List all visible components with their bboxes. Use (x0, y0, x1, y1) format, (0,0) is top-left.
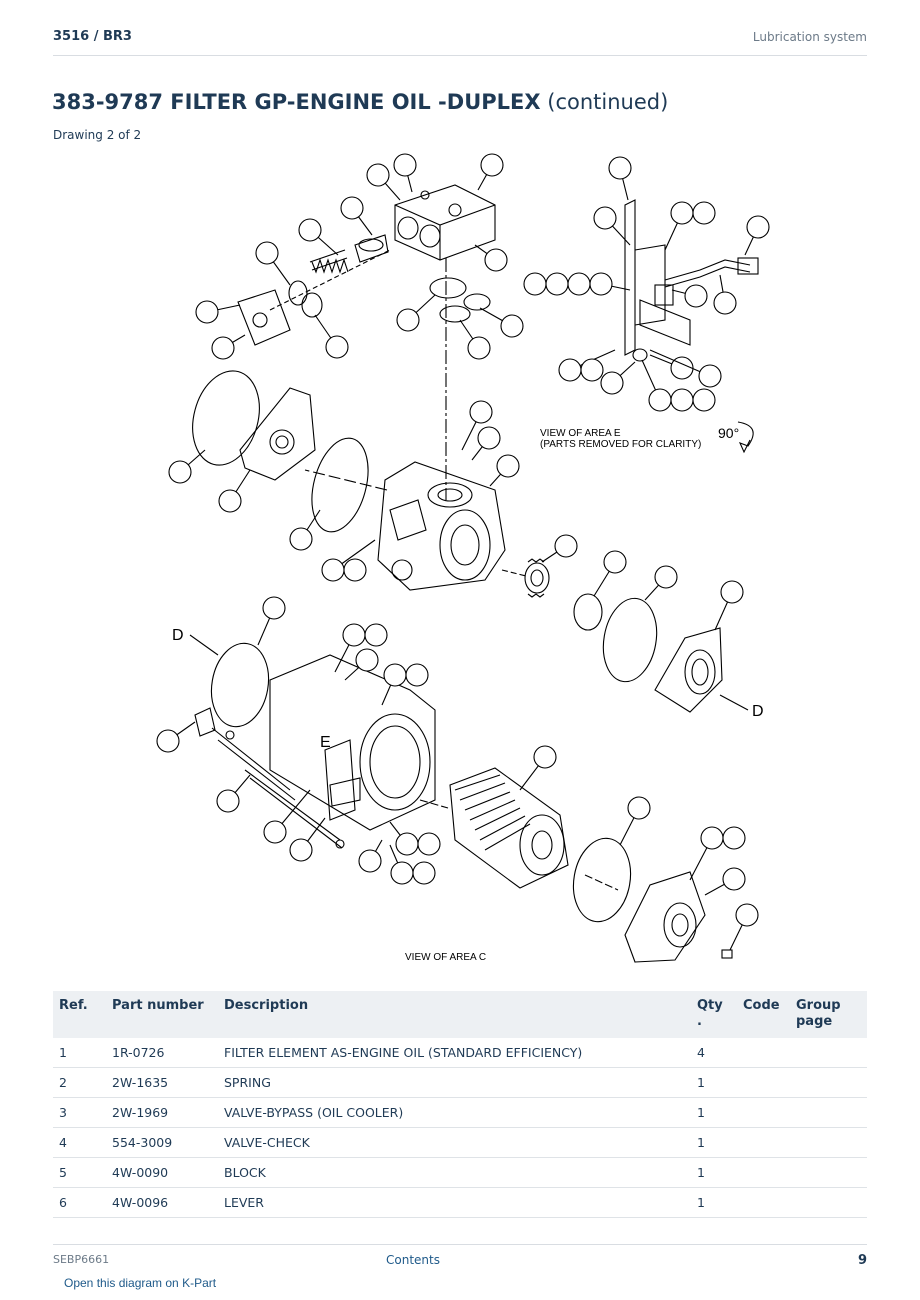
area-c-label: VIEW OF AREA C (405, 952, 486, 963)
exploded-parts-diagram: VIEW OF AREA E (PARTS REMOVED FOR CLARIT… (156, 153, 770, 963)
area-e-label-line2: (PARTS REMOVED FOR CLARITY) (540, 439, 701, 450)
rotate-arrow-icon (737, 421, 754, 454)
title-suffix: (continued) (547, 90, 669, 114)
page-header: 3516 / BR3 Lubrication system (53, 27, 867, 56)
cell-part-number: 554-3009 (106, 1127, 218, 1158)
col-part-number: Part number (106, 991, 218, 1038)
cell-ref: 1 (53, 1038, 106, 1068)
cell-group-page (790, 1067, 867, 1098)
end-cover-upper (654, 627, 723, 713)
cell-description: FILTER ELEMENT AS-ENGINE OIL (STANDARD E… (218, 1038, 691, 1068)
cell-code (737, 1097, 790, 1128)
cell-part-number: 4W-0096 (106, 1187, 218, 1218)
bypass-valve-part (309, 234, 389, 274)
cell-code (737, 1127, 790, 1158)
large-oring (192, 370, 260, 466)
cover-plate-part (237, 249, 391, 346)
table-row: 3 2W-1969 VALVE-BYPASS (OIL COOLER) 1 (53, 1097, 867, 1128)
gasket-plate (239, 387, 316, 481)
cell-ref: 5 (53, 1157, 106, 1188)
table-row: 2 2W-1635 SPRING 1 (53, 1067, 867, 1098)
document-id: SEBP6661 (53, 1253, 110, 1266)
table-row: 6 4W-0096 LEVER 1 (53, 1187, 867, 1218)
contents-link[interactable]: Contents (386, 1253, 440, 1267)
filter-element (449, 767, 569, 889)
model-breadcrumb: 3516 / BR3 (53, 29, 132, 44)
cell-code (737, 1067, 790, 1098)
cell-group-page (790, 1097, 867, 1128)
cell-qty: 1 (691, 1067, 737, 1098)
col-group-page: Group page (790, 991, 867, 1038)
page-footer: SEBP6661 Contents 9 (53, 1244, 867, 1275)
filter-head-part (394, 184, 496, 261)
cell-part-number: 4W-0090 (106, 1157, 218, 1188)
table-row: 1 1R-0726 FILTER ELEMENT AS-ENGINE OIL (… (53, 1038, 867, 1068)
cell-qty: 1 (691, 1097, 737, 1128)
cell-qty: 1 (691, 1157, 737, 1188)
callout-letter-d-left: D (172, 627, 184, 644)
filter-housing (377, 461, 506, 591)
cell-ref: 4 (53, 1127, 106, 1158)
table-row: 4 554-3009 VALVE-CHECK 1 (53, 1127, 867, 1158)
area-e-bracket (624, 199, 759, 362)
page-title: 383-9787 FILTER GP-ENGINE OIL -DUPLEX (c… (52, 90, 668, 114)
cell-ref: 2 (53, 1067, 106, 1098)
callout-letter-e: E (320, 734, 331, 751)
cell-qty: 1 (691, 1187, 737, 1218)
cell-code (737, 1157, 790, 1188)
cell-qty: 4 (691, 1038, 737, 1068)
drive-gear (524, 558, 550, 598)
cell-description: BLOCK (218, 1157, 691, 1188)
end-cover-lower (624, 871, 733, 963)
cell-group-page (790, 1038, 867, 1068)
cell-group-page (790, 1187, 867, 1218)
cell-part-number: 1R-0726 (106, 1038, 218, 1068)
cell-group-page (790, 1157, 867, 1188)
table-header-row: Ref. Part number Description Qty . Code … (53, 991, 867, 1038)
lower-housing (269, 654, 436, 831)
title-main: 383-9787 FILTER GP-ENGINE OIL -DUPLEX (52, 90, 541, 114)
rotation-label: 90° (718, 425, 739, 441)
cell-code (737, 1038, 790, 1068)
section-name: Lubrication system (752, 30, 867, 44)
cell-ref: 6 (53, 1187, 106, 1218)
cell-part-number: 2W-1635 (106, 1067, 218, 1098)
cell-description: VALVE-BYPASS (OIL COOLER) (218, 1097, 691, 1128)
cell-description: LEVER (218, 1187, 691, 1218)
cell-description: SPRING (218, 1067, 691, 1098)
col-qty: Qty . (691, 991, 737, 1038)
table-row: 5 4W-0090 BLOCK 1 (53, 1157, 867, 1188)
kpart-link[interactable]: Open this diagram on K-Part (64, 1276, 217, 1290)
area-e-label-line1: VIEW OF AREA E (540, 428, 621, 439)
page-number: 9 (857, 1253, 867, 1268)
col-description: Description (218, 991, 691, 1038)
col-code: Code (737, 991, 790, 1038)
cell-part-number: 2W-1969 (106, 1097, 218, 1128)
parts-table: Ref. Part number Description Qty . Code … (53, 991, 867, 1218)
cell-ref: 3 (53, 1097, 106, 1128)
drawing-number: Drawing 2 of 2 (53, 128, 142, 142)
callout-bubbles (156, 153, 770, 951)
linkage-rods (194, 707, 345, 849)
cell-code (737, 1187, 790, 1218)
cell-description: VALVE-CHECK (218, 1127, 691, 1158)
col-ref: Ref. (53, 991, 106, 1038)
callout-letter-d-right: D (752, 703, 764, 720)
cell-group-page (790, 1127, 867, 1158)
cell-qty: 1 (691, 1127, 737, 1158)
